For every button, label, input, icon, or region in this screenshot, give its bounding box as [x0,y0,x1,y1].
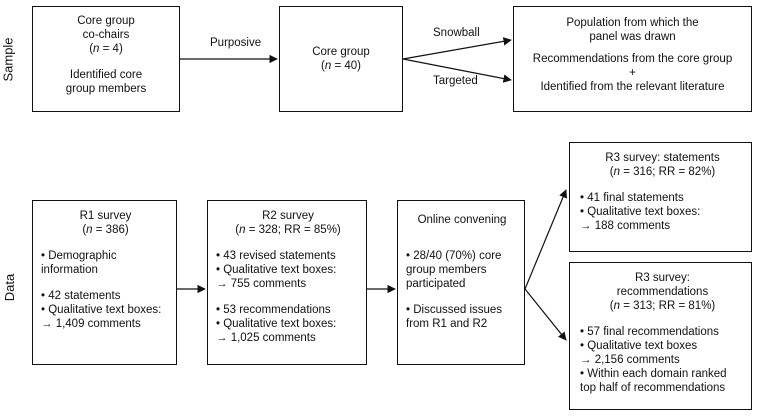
cochairs-line1: Core group [77,15,135,27]
r1-bullet-statements: • 42 statements [41,290,121,302]
box-core-group: Core group (n = 40) [279,6,403,112]
online-bullet-participation-cont2: participated [406,278,466,290]
edge-label-targeted: Targeted [433,75,478,87]
r3s-n: (n = 316; RR = 82%) [609,166,716,178]
coregroup-title: Core group [312,46,370,58]
side-label-data: Data [2,273,18,302]
population-line4: + [629,67,636,79]
side-label-sample: Sample [0,37,16,82]
r2-n: (n = 328; RR = 85%) [235,224,341,236]
r3s-comments: → 188 comments [580,220,671,232]
r3s-bullet-statements: • 41 final statements [580,192,684,204]
r2-bullet-textboxes-2: • Qualitative text boxes: [216,318,337,330]
r2-bullet-statements: • 43 revised statements [216,250,336,262]
r3r-comments: → 2,156 comments [580,354,680,366]
coregroup-n: (n = 40) [321,60,361,72]
r1-title: R1 survey [79,210,132,222]
box-r2-survey: R2 survey (n = 328; RR = 85%) • 43 revis… [207,200,367,365]
r3r-n: (n = 313; RR = 81%) [609,300,716,312]
box-r3-statements: R3 survey: statements (n = 316; RR = 82%… [569,142,752,252]
arrow-snowball [402,37,512,60]
population-line5: Identified from the relevant literature [540,81,725,93]
r3r-bullet-recommendations: • 57 final recommendations [580,326,719,338]
r3s-title: R3 survey: statements [605,152,720,164]
box-population: Population from which the panel was draw… [513,6,752,112]
cochairs-line2: co-chairs [82,29,130,41]
cochairs-n: (n = 4) [89,43,123,55]
r2-comments-2: → 1,025 comments [216,332,316,344]
r3r-title-1: R3 survey: [635,272,690,284]
r1-bullet-demographic-cont: information [41,264,98,276]
box-r1-survey: R1 survey (n = 386) • Demographic inform… [32,200,177,365]
r1-bullet-demographic: • Demographic [41,250,117,262]
r1-bullet-textboxes: • Qualitative text boxes: [41,304,162,316]
r3r-bullet-ranked: • Within each domain ranked [580,368,727,380]
online-title: Online convening [417,214,507,226]
edge-label-snowball: Snowball [433,27,480,39]
cochairs-line4: Identified core [69,69,143,81]
r1-n: (n = 386) [82,224,129,236]
online-bullet-participation: • 28/40 (70%) core [406,250,502,262]
r3r-bullet-textboxes: • Qualitative text boxes [580,340,698,352]
r2-bullet-recommendations: • 53 recommendations [216,304,331,316]
population-line2: panel was drawn [589,31,676,43]
r3r-bullet-ranked-cont: top half of recommendations [580,382,726,394]
online-bullet-participation-cont1: group members [406,264,487,276]
arrow-online-r3s [524,189,567,290]
r1-comments: → 1,409 comments [41,318,141,330]
box-r3-recommendations: R3 survey: recommendations (n = 313; RR … [569,262,752,410]
population-line1: Population from which the [566,17,699,29]
cochairs-line5: group members [65,83,147,95]
r2-title: R2 survey [262,210,314,222]
online-bullet-discussed-cont: from R1 and R2 [406,318,488,330]
online-bullet-discussed: • Discussed issues [406,304,503,316]
r2-comments-1: → 755 comments [216,278,307,290]
box-online-convening: Online convening • 28/40 (70%) core grou… [397,200,525,365]
box-core-group-cochairs: Core group co-chairs (n = 4) Identified … [32,6,180,112]
arrow-online-r3r [524,288,567,341]
arrow-targeted [402,58,512,83]
edge-label-purposive: Purposive [210,37,262,49]
population-line3: Recommendations from the core group [532,53,733,65]
r3r-title-2: recommendations [616,286,709,298]
r3s-bullet-textboxes: • Qualitative text boxes: [580,206,701,218]
r2-bullet-textboxes-1: • Qualitative text boxes: [216,264,337,276]
